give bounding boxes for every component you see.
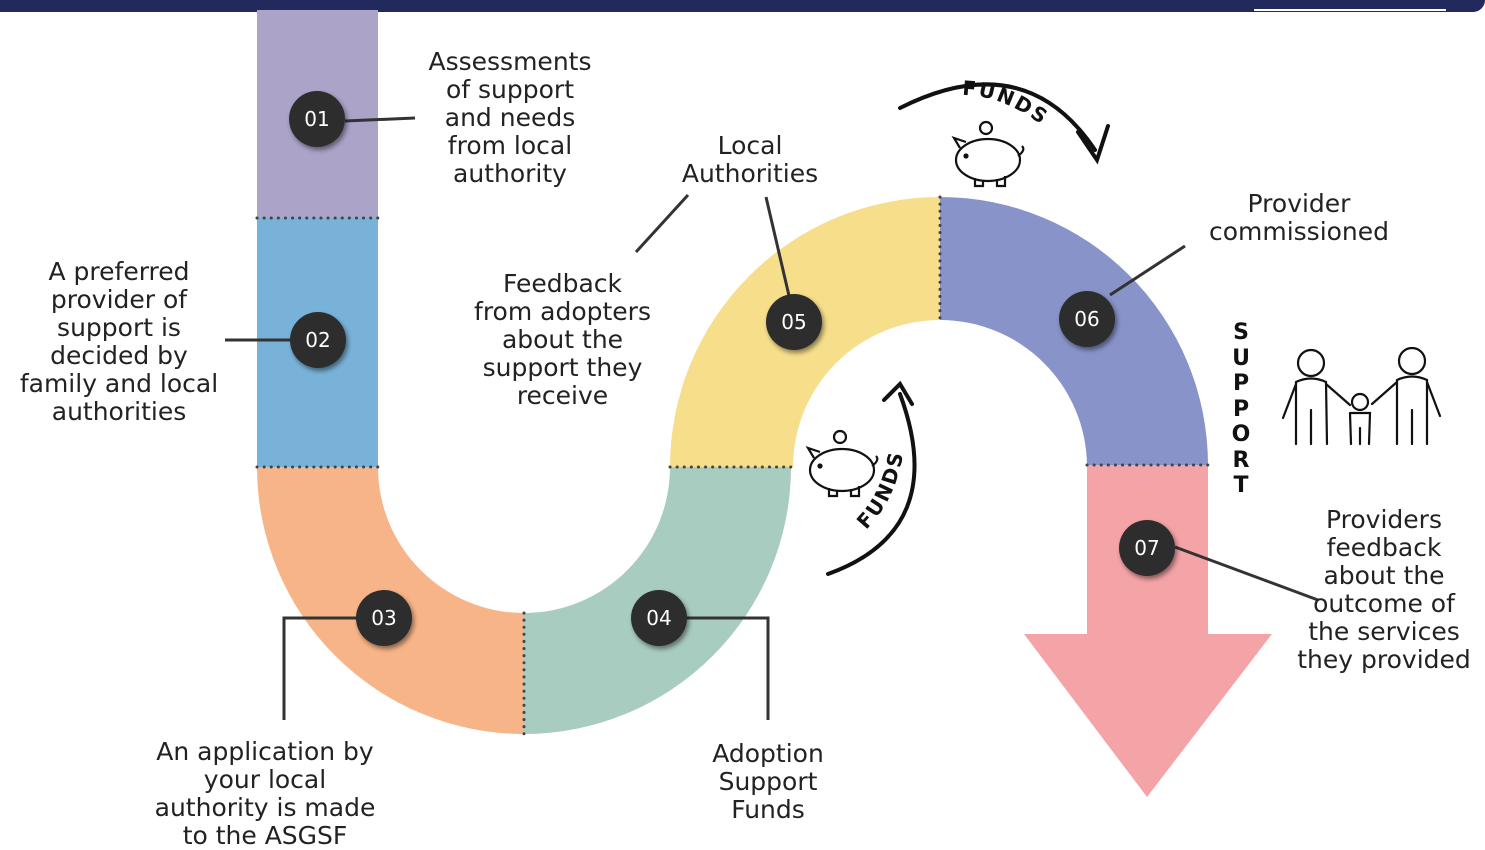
curved-arrow-icon xyxy=(826,380,917,576)
funds-label-top: FUNDS xyxy=(962,76,1054,130)
step-badge-01: 01 xyxy=(289,91,345,147)
piggy-bank-icon xyxy=(951,120,1025,188)
step-label-04: Adoption Support Funds xyxy=(712,739,824,824)
connector-lines xyxy=(225,116,1319,720)
curved-arrow-icon xyxy=(898,82,1110,165)
step-label-06: Provider commissioned xyxy=(1208,189,1390,246)
step-badge-04: 04 xyxy=(631,590,687,646)
step-badge-05: 05 xyxy=(766,294,822,350)
step-badge-07: 07 xyxy=(1119,520,1175,576)
step-label-07: Providers feedback about the outcome of … xyxy=(1297,505,1471,674)
feedback-label: Feedback from adopters about the support… xyxy=(474,269,651,410)
step-label-05: Local Authorities xyxy=(681,131,819,188)
step-badge-03: 03 xyxy=(356,590,412,646)
segment-dividers xyxy=(255,195,1210,736)
header-bar-underline xyxy=(1254,9,1446,11)
header-bar xyxy=(0,0,1485,12)
family-icon xyxy=(1281,346,1442,446)
step-badge-02: 02 xyxy=(290,312,346,368)
step-badge-06: 06 xyxy=(1059,291,1115,347)
piggy-bank-icon xyxy=(805,429,879,498)
support-label: SUPPORT xyxy=(1231,320,1251,498)
step-label-03: An application by your local authority i… xyxy=(154,737,376,850)
step-label-01: Assessments of support and needs from lo… xyxy=(428,47,592,188)
segment-07-arrow xyxy=(1024,465,1272,797)
step-label-02: A preferred provider of support is decid… xyxy=(19,257,219,426)
